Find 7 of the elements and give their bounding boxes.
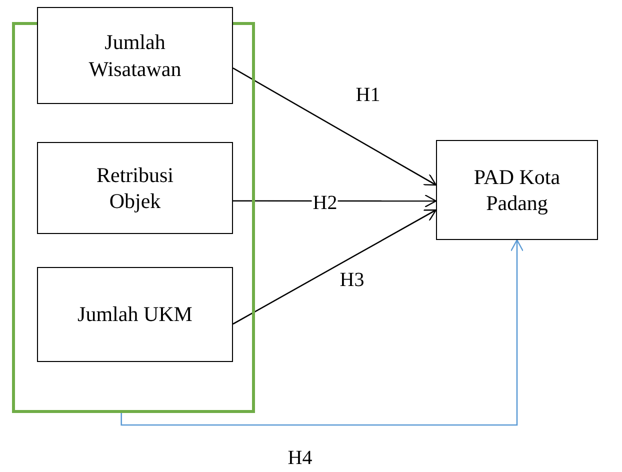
variable-box: PAD Kota Padang <box>436 140 598 240</box>
arrow <box>120 239 524 426</box>
variable-box: Jumlah UKM <box>37 267 233 362</box>
arrow <box>232 68 437 186</box>
variable-box: Retribusi Objek <box>37 142 233 234</box>
arrow <box>232 209 437 325</box>
variable-box: Jumlah Wisatawan <box>37 7 233 104</box>
